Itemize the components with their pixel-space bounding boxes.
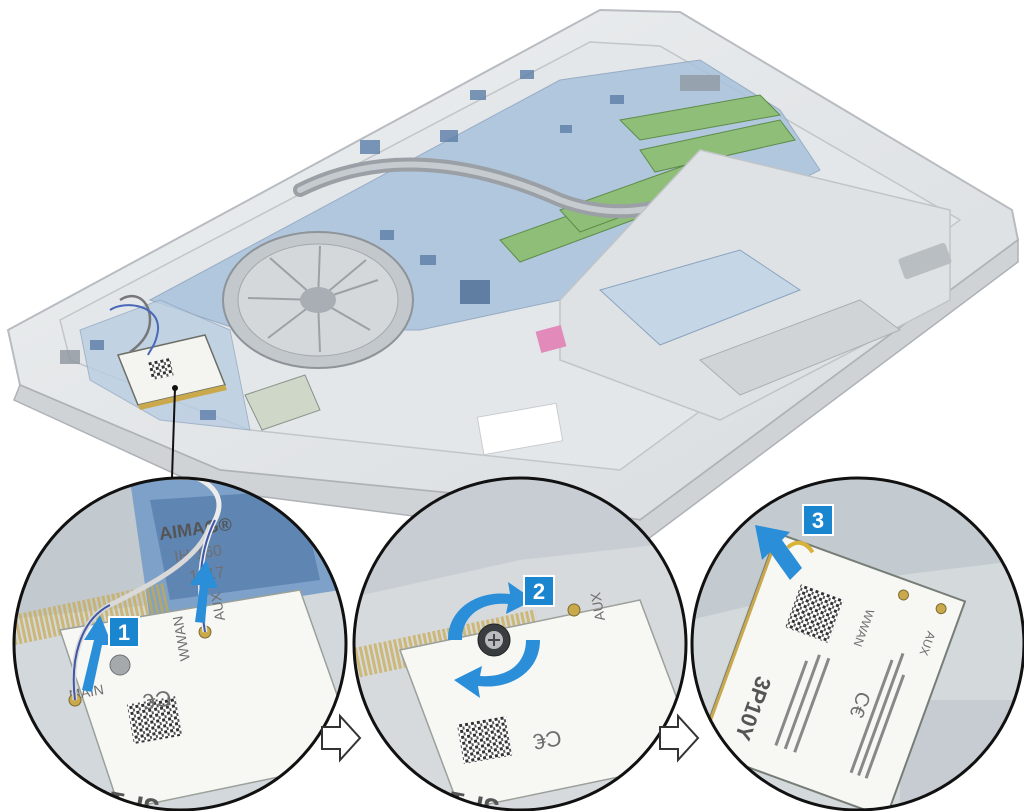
card-aux-label: AUX (207, 590, 228, 622)
pink-label (535, 325, 567, 353)
next-step-arrow-icon (321, 713, 362, 763)
antenna-cables-overview (119, 294, 152, 354)
touchpad-connector (599, 249, 802, 346)
step1-detail-circle: AIMAG® IH-160 1617 MAIN AUX WWAN 3P10Y C… (12, 476, 348, 811)
svg-text:C€: C€ (141, 685, 173, 715)
step-number-2: 2 (533, 579, 545, 604)
step-badge-1: 1 (108, 616, 140, 648)
step2-detail-circle: AUX 3P10Y C€ 2 (352, 476, 688, 811)
step-badge-3: 3 (802, 504, 834, 536)
up-arrow-icon (755, 525, 802, 580)
step-badge-2: 2 (523, 575, 555, 607)
card2-aux-label: AUX (587, 590, 608, 622)
ssd-label (476, 402, 564, 456)
battery-connector (898, 242, 952, 280)
chassis-front-edge (13, 238, 1019, 546)
screw-step1 (109, 654, 131, 676)
board-components (60, 70, 720, 420)
svg-text:C€: C€ (531, 725, 563, 755)
up-arrow-icon (190, 560, 218, 623)
step-number-1: 1 (118, 620, 130, 645)
up-arrow-icon (82, 615, 112, 692)
step-number-3: 3 (812, 508, 824, 533)
ssd-slot (699, 299, 902, 396)
callout-line (171, 387, 176, 479)
rotate-icon (448, 582, 540, 698)
card-wwan-label: WWAN (169, 615, 193, 662)
wwan-card-overview (116, 334, 227, 410)
card-fine-print (774, 652, 906, 779)
laptop-chassis-overview (6, 8, 1020, 546)
next-step-arrow-icon (659, 713, 700, 763)
step3-detail-circle: AUX WWAN 3P10Y C€ 3 (690, 476, 1024, 811)
cooling-fan (222, 231, 414, 369)
wlan-card-small (244, 374, 321, 431)
